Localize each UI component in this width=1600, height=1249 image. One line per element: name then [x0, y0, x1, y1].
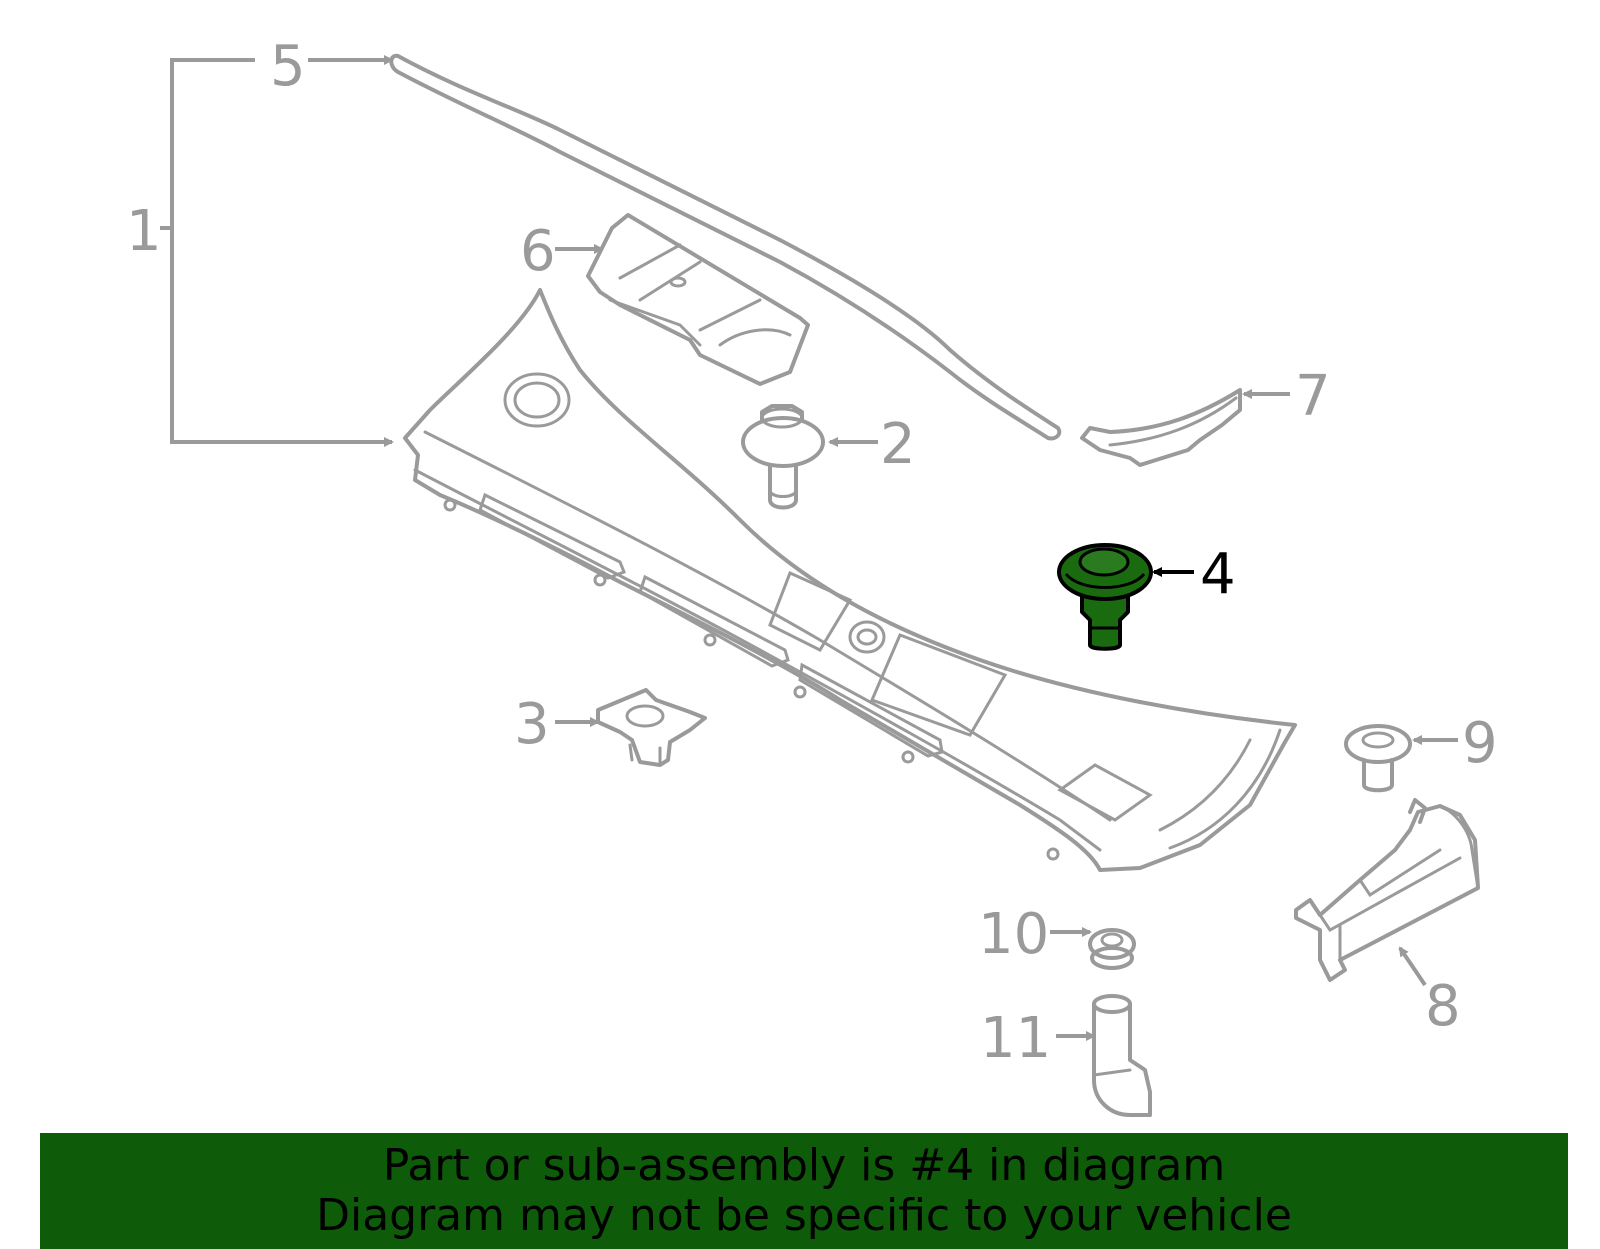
part-2-bolt[interactable] [741, 404, 825, 510]
info-banner: Part or sub-assembly is #4 in diagram Di… [40, 1133, 1568, 1249]
part-11-hose-fitting[interactable] [1092, 994, 1152, 1117]
part-8-side-bracket[interactable] [1294, 798, 1480, 982]
callout-10: 10 [978, 902, 1049, 967]
callout-5: 5 [270, 34, 306, 99]
part-6-shield[interactable] [586, 213, 810, 386]
assembly-1-bracket [160, 55, 394, 447]
callout-2: 2 [880, 412, 916, 477]
part-9-clip[interactable] [1344, 724, 1412, 793]
banner-line-part-info: Part or sub-assembly is #4 in diagram [382, 1140, 1226, 1191]
banner-line-disclaimer: Diagram may not be specific to your vehi… [316, 1190, 1292, 1241]
part-4-clip[interactable] [1057, 543, 1153, 651]
leader-lines [555, 244, 1458, 1041]
callout-8: 8 [1425, 974, 1461, 1039]
part-10-grommet[interactable] [1088, 928, 1136, 970]
callout-11: 11 [980, 1006, 1051, 1071]
part-3-nut[interactable] [596, 688, 707, 767]
callout-3: 3 [514, 692, 550, 757]
callout-9: 9 [1462, 711, 1498, 776]
part-7-corner-trim[interactable] [1080, 388, 1242, 467]
part-5-seal-strip[interactable] [389, 53, 1062, 441]
callout-4: 4 [1200, 542, 1236, 607]
callout-6: 6 [520, 219, 556, 284]
part-1-cowl-panel[interactable] [403, 288, 1297, 872]
callout-1: 1 [126, 199, 162, 264]
callout-7: 7 [1295, 364, 1331, 429]
